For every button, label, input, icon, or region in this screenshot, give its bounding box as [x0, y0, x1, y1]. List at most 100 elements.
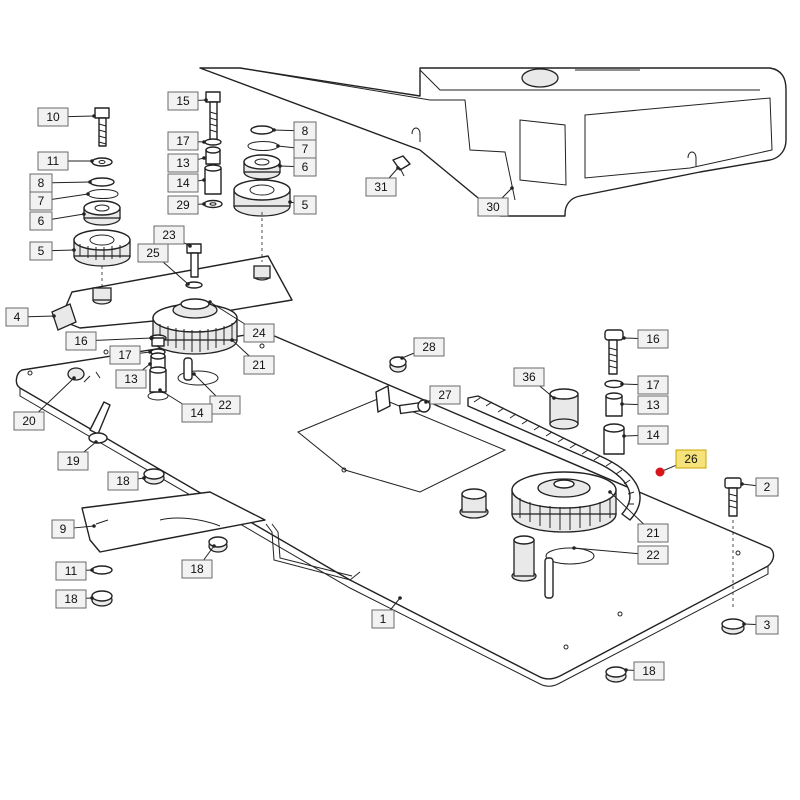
callout-c9[interactable]: 9 — [51, 519, 75, 539]
callout-box-c6a — [29, 211, 53, 231]
callout-c22a[interactable]: 22 — [209, 395, 241, 415]
leader-dot-c31 — [396, 166, 400, 170]
bolt-23 — [186, 243, 202, 278]
callout-c21b[interactable]: 21 — [637, 523, 669, 543]
callout-label-c2: 2 — [764, 480, 771, 494]
belt-26 — [467, 395, 641, 521]
leader-dot-c29 — [202, 202, 206, 206]
callout-c14c[interactable]: 14 — [637, 425, 669, 445]
leader-dot-c15 — [204, 98, 208, 102]
callout-box-c13b — [115, 369, 147, 389]
callout-c18a[interactable]: 18 — [107, 471, 139, 491]
leader-dot-c5a — [72, 248, 76, 252]
callout-c5b[interactable]: 5 — [293, 195, 317, 215]
callout-c21a[interactable]: 21 — [243, 355, 275, 375]
callout-box-c21b — [637, 523, 669, 543]
callout-c17b[interactable]: 17 — [109, 345, 141, 365]
callout-c27[interactable]: 27 — [429, 385, 461, 405]
leader-dot-c8a — [88, 180, 92, 184]
callout-c20[interactable]: 20 — [13, 411, 45, 431]
bolt-10 — [94, 107, 110, 147]
pivot-22-right — [544, 547, 595, 599]
callout-c28[interactable]: 28 — [413, 337, 445, 357]
callout-label-c7b: 7 — [302, 142, 309, 156]
leader-c8a — [51, 181, 91, 184]
callout-label-c5a: 5 — [38, 244, 45, 258]
leader-dot-c18d — [624, 668, 628, 672]
callout-label-c36: 36 — [522, 370, 536, 384]
callout-c18b[interactable]: 18 — [181, 559, 213, 579]
ring-8-right — [250, 125, 274, 135]
callout-c18d[interactable]: 18 — [633, 661, 665, 681]
callout-box-c5b — [293, 195, 317, 215]
callout-c6b[interactable]: 6 — [293, 157, 317, 177]
callout-c13a[interactable]: 13 — [167, 153, 199, 173]
callout-box-c36 — [513, 367, 545, 387]
callout-label-c19: 19 — [66, 454, 80, 468]
callout-box-c5a — [29, 241, 53, 261]
callout-box-c17a — [167, 131, 199, 151]
callout-c13b[interactable]: 13 — [115, 369, 147, 389]
leader-dot-c4 — [52, 314, 56, 318]
callout-c24[interactable]: 24 — [243, 323, 275, 343]
sleeve-36 — [549, 388, 579, 430]
callout-c8a[interactable]: 8 — [29, 173, 53, 193]
callout-c7a[interactable]: 7 — [29, 191, 53, 211]
callout-box-c31 — [365, 177, 397, 197]
sleeve-14-top — [204, 164, 222, 195]
callout-label-c20: 20 — [22, 414, 36, 428]
callout-c13c[interactable]: 13 — [637, 395, 669, 415]
callout-c5a[interactable]: 5 — [29, 241, 53, 261]
spacer-13-right — [605, 392, 623, 417]
pivot-22-left — [177, 357, 219, 386]
washer-25 — [185, 281, 203, 289]
callout-c17a[interactable]: 17 — [167, 131, 199, 151]
callout-c30[interactable]: 30 — [477, 197, 509, 217]
callout-c11a[interactable]: 11 — [37, 151, 69, 171]
callout-c10[interactable]: 10 — [37, 107, 69, 127]
callout-label-c18c: 18 — [64, 592, 78, 606]
callout-c15[interactable]: 15 — [167, 91, 199, 111]
callout-box-c2 — [755, 477, 779, 497]
callout-c4[interactable]: 4 — [5, 307, 29, 327]
bearing-6-right — [243, 154, 281, 180]
leader-c6a — [51, 213, 85, 220]
leader-lines — [27, 98, 757, 672]
callout-c14b[interactable]: 14 — [181, 403, 213, 423]
callout-label-c18a: 18 — [116, 474, 130, 488]
callout-c2[interactable]: 2 — [755, 477, 779, 497]
ring-8 — [89, 177, 115, 187]
callout-c25[interactable]: 25 — [137, 243, 169, 263]
leader-dot-c17c — [620, 382, 624, 386]
callout-c1[interactable]: 1 — [371, 609, 395, 629]
bolt-16-right — [604, 329, 624, 375]
callout-box-c17c — [637, 375, 669, 395]
callout-c8b[interactable]: 8 — [293, 121, 317, 141]
callout-c17c[interactable]: 17 — [637, 375, 669, 395]
leader-dot-c6b — [278, 164, 282, 168]
leader-dot-c10 — [92, 114, 96, 118]
callout-c6a[interactable]: 6 — [29, 211, 53, 231]
callout-c18c[interactable]: 18 — [55, 589, 87, 609]
callout-c19[interactable]: 19 — [57, 451, 89, 471]
callout-c16b[interactable]: 16 — [637, 329, 669, 349]
callout-c31[interactable]: 31 — [365, 177, 397, 197]
callout-c36[interactable]: 36 — [513, 367, 545, 387]
callout-c16a[interactable]: 16 — [65, 331, 97, 351]
leader-dot-c17a — [202, 140, 206, 144]
callout-c3[interactable]: 3 — [755, 615, 779, 635]
callout-c11b[interactable]: 11 — [55, 561, 87, 581]
callout-c29[interactable]: 29 — [167, 195, 199, 215]
callout-box-c13a — [167, 153, 199, 173]
leader-c28 — [401, 352, 415, 359]
callout-c23[interactable]: 23 — [153, 225, 185, 245]
callout-c7b[interactable]: 7 — [293, 139, 317, 159]
callout-box-c24 — [243, 323, 275, 343]
callout-c22b[interactable]: 22 — [637, 545, 669, 565]
leader-dot-c11a — [90, 159, 94, 163]
leader-c36 — [539, 385, 555, 399]
callout-c14a[interactable]: 14 — [167, 173, 199, 193]
callout-c26[interactable]: 26 — [675, 449, 707, 469]
bolt-19 — [88, 401, 111, 444]
leader-dot-c25 — [186, 282, 190, 286]
